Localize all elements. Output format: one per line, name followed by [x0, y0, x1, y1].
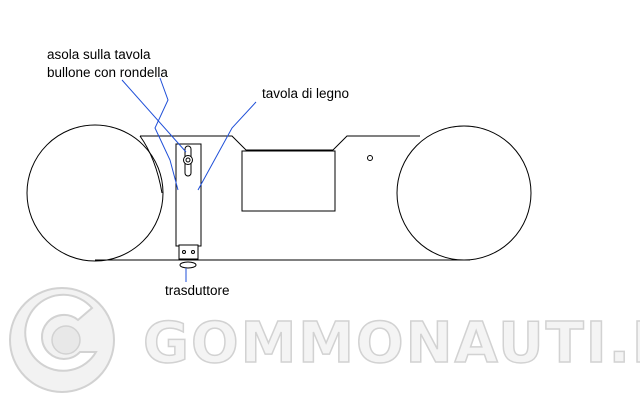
hull-left-curve — [139, 135, 163, 194]
hull-top-edge — [140, 135, 420, 151]
right-tube — [396, 125, 532, 261]
watermark: GOMMONAUTI.IT — [9, 287, 640, 393]
bolt-head — [185, 157, 191, 163]
wooden-board-assembly — [175, 143, 202, 269]
leader-lines — [121, 77, 257, 282]
leader-asola — [121, 79, 187, 153]
gommonauti-logo-icon — [9, 287, 115, 393]
port-hole — [367, 155, 373, 161]
watermark-text: GOMMONAUTI.IT — [143, 311, 640, 376]
transducer-bracket — [178, 244, 199, 260]
label-trasduttore: trasduttore — [165, 283, 230, 298]
boat-outline — [26, 124, 532, 262]
transducer — [179, 261, 197, 269]
leader-tavola — [197, 101, 257, 191]
label-asola: asola sulla tavola — [47, 47, 151, 62]
label-tavola: tavola di legno — [262, 86, 349, 101]
leader-bullone — [154, 77, 179, 191]
left-tube — [26, 124, 164, 262]
label-bullone: bullone con rondella — [47, 65, 168, 80]
cabin-box — [241, 150, 336, 212]
